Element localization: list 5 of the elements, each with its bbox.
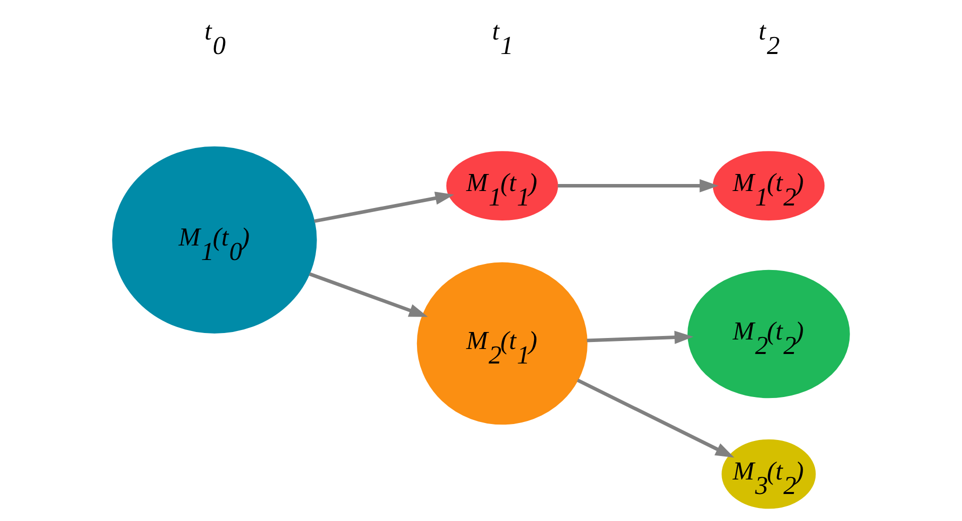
arrow xyxy=(576,378,734,458)
arrow xyxy=(308,272,428,317)
arrow xyxy=(314,192,454,223)
arrow xyxy=(586,330,694,344)
arrow xyxy=(558,179,719,192)
